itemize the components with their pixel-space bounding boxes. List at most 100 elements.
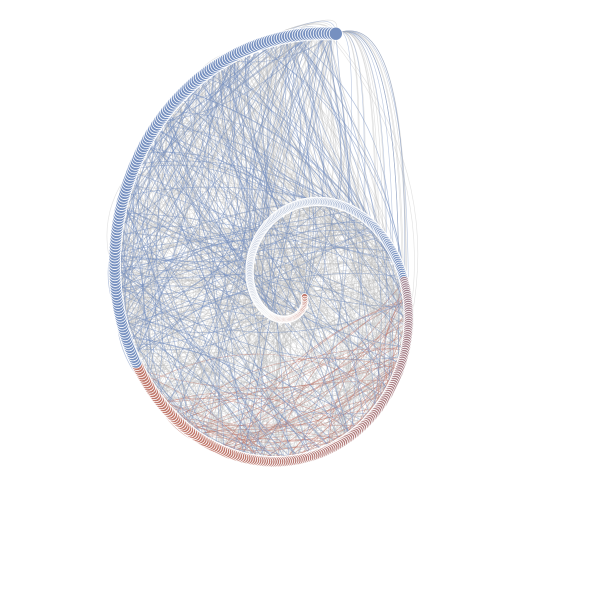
edge <box>142 148 339 205</box>
node <box>328 26 343 41</box>
edge <box>175 69 211 434</box>
edge <box>288 33 350 320</box>
edge <box>165 307 304 409</box>
edge <box>244 49 304 309</box>
edge <box>175 100 405 282</box>
edge <box>290 35 342 205</box>
edge <box>252 291 409 310</box>
edge <box>242 50 346 207</box>
edge <box>275 38 292 217</box>
edge <box>249 275 306 459</box>
edge <box>166 111 253 289</box>
edge <box>285 319 408 345</box>
edge <box>128 308 264 346</box>
edge <box>293 35 310 310</box>
edge <box>144 228 377 379</box>
edge <box>120 316 371 419</box>
edge <box>123 275 250 330</box>
edge <box>296 204 406 348</box>
edge <box>114 229 378 270</box>
edge <box>176 265 251 421</box>
edge <box>319 203 357 432</box>
edge <box>127 218 366 343</box>
edge <box>271 219 406 286</box>
spiral-nodes <box>108 26 414 468</box>
edge <box>120 316 273 326</box>
edge <box>236 300 408 457</box>
edge <box>178 312 268 423</box>
edge <box>134 305 303 361</box>
edge <box>168 379 396 412</box>
edge <box>116 291 408 333</box>
edge <box>239 360 403 457</box>
edge <box>161 202 307 405</box>
edge <box>236 289 407 457</box>
edge <box>232 35 297 455</box>
edge <box>126 187 258 242</box>
edge <box>240 52 283 212</box>
edge <box>343 206 409 303</box>
edge <box>116 291 261 321</box>
edge <box>285 37 408 297</box>
edge <box>182 270 250 426</box>
edge <box>147 138 409 317</box>
edge <box>145 380 299 460</box>
edge <box>330 33 409 308</box>
edge <box>304 262 399 305</box>
edge <box>199 55 284 462</box>
edge <box>160 203 336 403</box>
edge <box>191 369 400 440</box>
edge <box>128 179 250 275</box>
fan-edge <box>335 30 409 330</box>
edge <box>304 260 398 297</box>
edge <box>214 66 274 318</box>
edge <box>257 44 290 461</box>
edge <box>299 33 337 202</box>
edge <box>179 96 195 434</box>
edge <box>152 131 289 320</box>
edge <box>241 285 252 458</box>
edge <box>146 141 300 314</box>
edge <box>221 298 408 451</box>
edge <box>279 213 313 456</box>
edge <box>189 356 404 432</box>
edge <box>187 280 405 431</box>
edge <box>266 224 409 324</box>
edge <box>260 356 404 462</box>
edge <box>126 291 407 350</box>
edge <box>249 278 305 304</box>
edge <box>271 307 312 462</box>
edge <box>197 79 407 344</box>
fan-edge <box>326 31 352 451</box>
edge <box>140 33 321 372</box>
edge <box>262 43 377 229</box>
edge <box>207 360 403 444</box>
edge <box>269 317 281 462</box>
edge <box>341 205 392 389</box>
edge <box>114 263 307 458</box>
edge <box>128 47 251 346</box>
fan-edge <box>335 31 394 389</box>
edge <box>267 212 361 462</box>
edge <box>261 33 334 309</box>
edge <box>131 171 293 207</box>
edge <box>271 201 327 462</box>
edge <box>153 246 255 395</box>
edge <box>144 201 314 380</box>
edge <box>293 35 392 249</box>
edge <box>216 65 344 445</box>
edge <box>115 57 232 292</box>
edge <box>144 57 232 379</box>
edge <box>308 33 409 324</box>
edge <box>114 210 354 253</box>
edge <box>117 212 281 303</box>
edge <box>124 171 135 333</box>
edge <box>306 34 360 432</box>
edge <box>139 151 293 207</box>
edge <box>176 357 400 421</box>
edge <box>261 306 409 333</box>
edge <box>221 62 284 212</box>
edge <box>135 361 345 442</box>
edge <box>166 111 344 207</box>
edge <box>293 35 349 209</box>
